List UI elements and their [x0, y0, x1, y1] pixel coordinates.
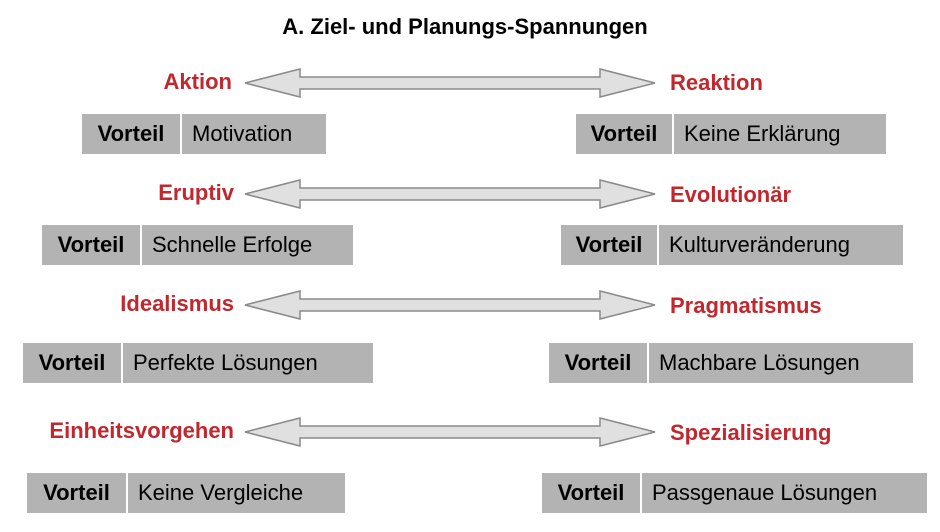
left-pole-label: Eruptiv — [158, 180, 234, 205]
left-pole-label: Einheitsvorgehen — [49, 418, 234, 443]
advantage-label: Vorteil — [542, 473, 642, 513]
right-advantage-box: Vorteil Keine Erklärung — [576, 114, 886, 154]
left-advantage-box: Vorteil Motivation — [82, 114, 326, 154]
advantage-value: Perfekte Lösungen — [133, 350, 318, 375]
advantage-value: Keine Vergleiche — [138, 480, 304, 505]
page-title: A. Ziel- und Planungs-Spannungen — [282, 14, 648, 39]
advantage-value: Machbare Lösungen — [659, 350, 860, 375]
left-advantage-box: Vorteil Schnelle Erfolge — [42, 225, 353, 265]
left-pole-label: Idealismus — [120, 291, 234, 316]
left-advantage-box: Vorteil Perfekte Lösungen — [23, 343, 373, 383]
right-advantage-box: Vorteil Passgenaue Lösungen — [542, 473, 927, 513]
double-arrow-icon — [244, 417, 656, 447]
advantage-label: Vorteil — [576, 114, 674, 154]
advantage-value: Keine Erklärung — [684, 121, 841, 146]
right-pole-label: Spezialisierung — [670, 420, 832, 445]
left-advantage-box: Vorteil Keine Vergleiche — [27, 473, 345, 513]
advantage-value: Motivation — [192, 121, 293, 146]
advantage-label: Vorteil — [27, 473, 128, 513]
advantage-value: Schnelle Erfolge — [152, 232, 313, 257]
right-advantage-box: Vorteil Kulturveränderung — [561, 225, 903, 265]
advantage-value: Passgenaue Lösungen — [652, 480, 878, 505]
advantage-label: Vorteil — [549, 343, 649, 383]
advantage-value: Kulturveränderung — [669, 232, 851, 257]
right-pole-label: Evolutionär — [670, 182, 792, 207]
advantage-label: Vorteil — [561, 225, 659, 265]
double-arrow-icon — [244, 290, 656, 320]
advantage-label: Vorteil — [82, 114, 182, 154]
double-arrow-icon — [244, 179, 656, 209]
double-arrow-icon — [244, 68, 656, 98]
right-advantage-box: Vorteil Machbare Lösungen — [549, 343, 913, 383]
left-pole-label: Aktion — [163, 69, 232, 94]
advantage-label: Vorteil — [23, 343, 123, 383]
right-pole-label: Pragmatismus — [670, 293, 822, 318]
right-pole-label: Reaktion — [670, 70, 763, 95]
advantage-label: Vorteil — [42, 225, 142, 265]
